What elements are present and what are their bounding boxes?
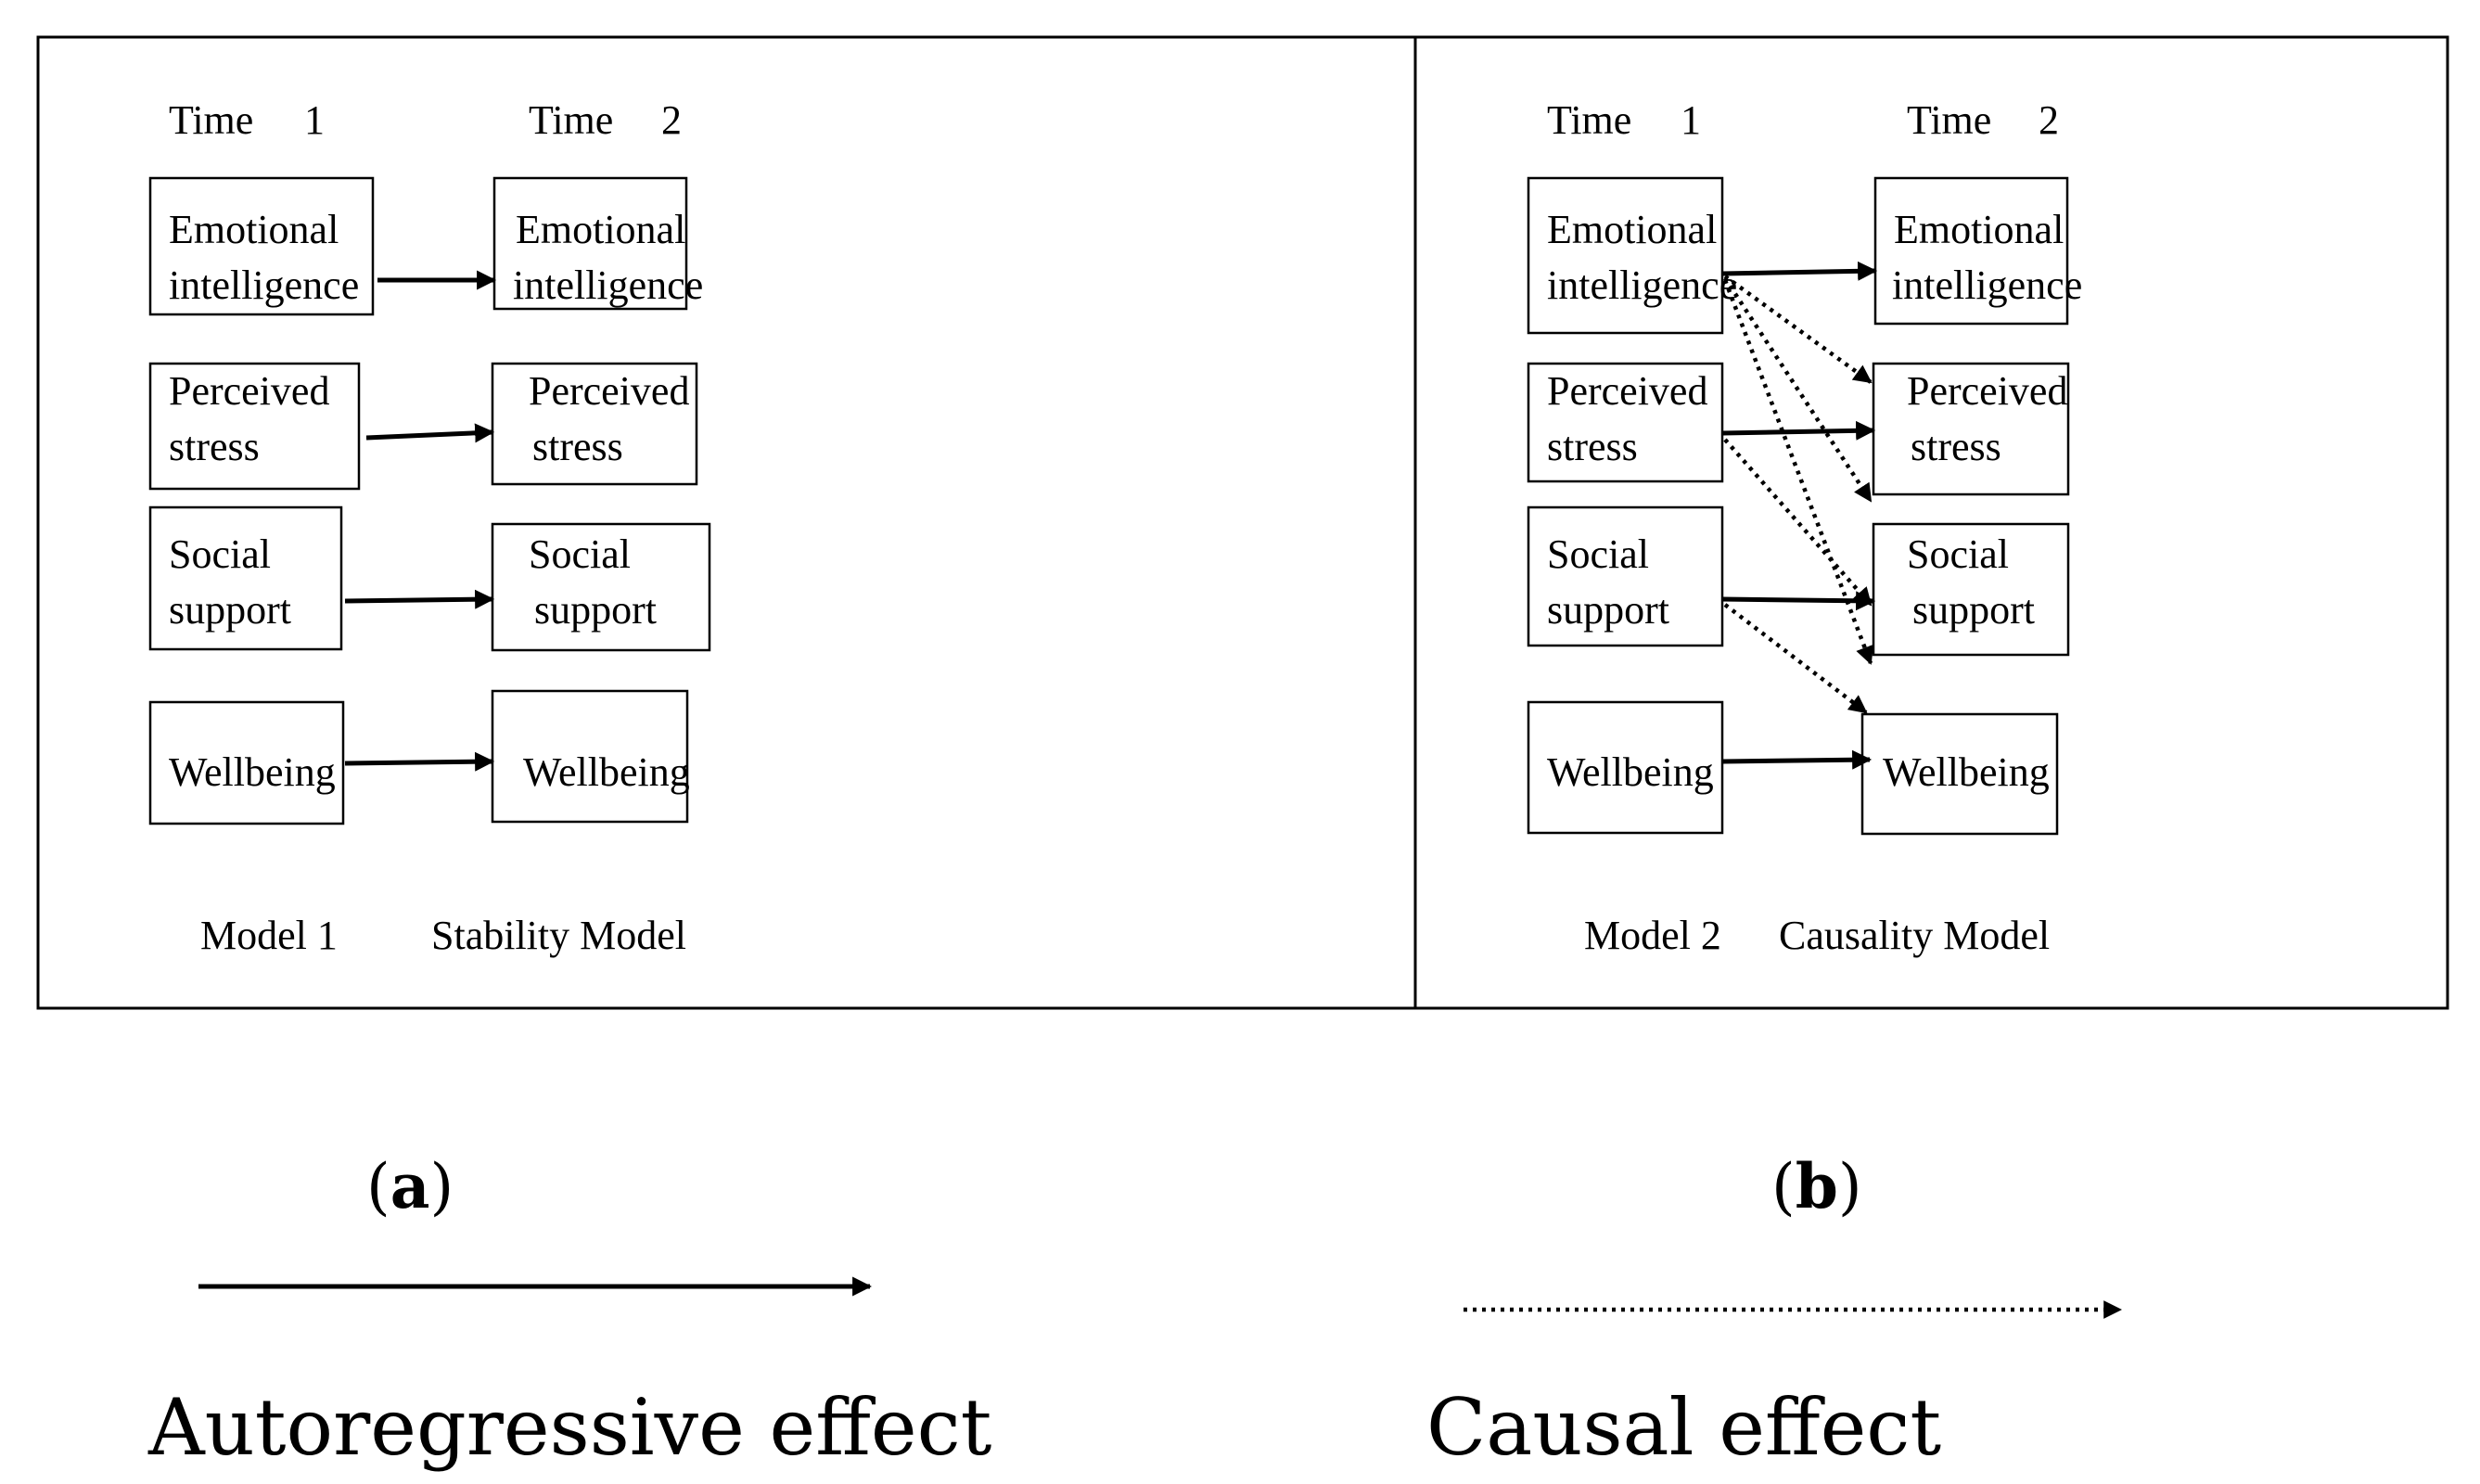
svg-text:intelligence: intelligence [513,262,703,308]
node-wellbeing-t2: Wellbeing [491,689,690,824]
svg-text:Wellbeing: Wellbeing [169,749,336,795]
model-1-label: Model 1 [200,913,338,958]
node-wellbeing-t1-b: Wellbeing [1527,700,1724,835]
causality-model-label: Causality Model [1779,913,2050,958]
svg-text:Social: Social [1907,531,2009,577]
svg-text:stress: stress [1911,424,2001,469]
node-wellbeing-t1: Wellbeing [148,700,345,825]
model-2-label: Model 2 [1584,913,1721,958]
legend-solid-label: Autoregressive effect [147,1382,992,1473]
time2-number: 2 [661,97,682,143]
time2-word: Time [529,97,613,143]
svg-text:Wellbeing: Wellbeing [1883,749,2050,795]
svg-text:Social: Social [529,531,631,577]
svg-text:(b): (b) [1771,1150,1862,1222]
panel-label-a: (a) [366,1150,454,1222]
svg-text:Perceived: Perceived [1547,368,1707,414]
node-wellbeing-t2-b: Wellbeing [1860,712,2059,836]
panel-b-frame [1413,35,2449,1010]
svg-text:Perceived: Perceived [1907,368,2067,414]
time2-number-b: 2 [2039,97,2059,143]
svg-text:Wellbeing: Wellbeing [523,749,690,795]
svg-text:Perceived: Perceived [529,368,689,414]
svg-text:support: support [534,587,657,633]
arrow-autoregressive-wellbeing-b [1721,749,1873,770]
arrow-autoregressive-wellbeing [344,751,495,772]
node-perceived-stress-t2-b: Perceived stress [1872,362,2070,496]
arrow-causal-ei-to-stress [1723,275,1873,384]
svg-text:Emotional: Emotional [169,207,339,252]
node-emotional-intelligence-t2-b: Emotional intelligence [1873,176,2082,326]
svg-text:support: support [169,587,291,633]
arrow-autoregressive-perceived-stress-b [1721,420,1876,441]
svg-text:Emotional: Emotional [1547,207,1717,252]
svg-text:Emotional: Emotional [516,207,685,252]
time1-number-b: 1 [1681,97,1701,143]
svg-text:support: support [1912,587,2035,633]
panel-b: Time 1 Time 2 Emotional intelligence Per… [1527,97,2082,958]
svg-text:stress: stress [532,424,623,469]
legend-dotted-label: Causal effect [1426,1382,1941,1473]
node-social-support-t1: Social support [148,505,343,651]
arrow-causal-support-to-wellbeing [1723,603,1868,714]
svg-text:Perceived: Perceived [169,368,329,414]
svg-text:intelligence: intelligence [1547,262,1737,308]
node-perceived-stress-t1: Perceived stress [148,362,361,491]
node-perceived-stress-t2: Perceived stress [491,362,698,486]
svg-text:Emotional: Emotional [1894,207,2064,252]
panel-label-b: (b) [1771,1150,1862,1222]
time2-word-b: Time [1907,97,1991,143]
svg-text:intelligence: intelligence [1892,262,2082,308]
time1-number: 1 [304,97,325,143]
time1-word-b: Time [1547,97,1631,143]
arrow-causal-ei-to-support [1723,276,1873,503]
svg-text:stress: stress [169,424,260,469]
arrow-autoregressive-emotional-intelligence-b [1721,261,1878,281]
arrow-autoregressive-social-support [344,589,495,609]
svg-text:Social: Social [169,531,271,577]
svg-text:support: support [1547,587,1669,633]
svg-text:Social: Social [1547,531,1649,577]
node-emotional-intelligence-t1-b: Emotional intelligence [1527,176,1737,335]
time1-word: Time [169,97,253,143]
node-perceived-stress-t1-b: Perceived stress [1527,362,1724,483]
svg-text:intelligence: intelligence [169,262,359,308]
arrow-autoregressive-perceived-stress [365,423,495,443]
svg-text:(a): (a) [366,1150,454,1222]
panel-a: Time 1 Time 2 Emotional intelligence Per… [148,97,711,958]
arrow-causal-ei-to-wellbeing [1722,279,1873,665]
node-social-support-t2-b: Social support [1872,522,2070,657]
node-emotional-intelligence-t2: Emotional intelligence [492,176,703,311]
svg-text:Wellbeing: Wellbeing [1547,749,1714,795]
node-social-support-t2: Social support [491,522,711,652]
node-emotional-intelligence-t1: Emotional intelligence [148,176,375,316]
node-social-support-t1-b: Social support [1527,505,1724,647]
arrow-autoregressive-social-support-b [1721,591,1876,611]
stability-model-label: Stability Model [431,913,686,958]
svg-text:stress: stress [1547,424,1638,469]
